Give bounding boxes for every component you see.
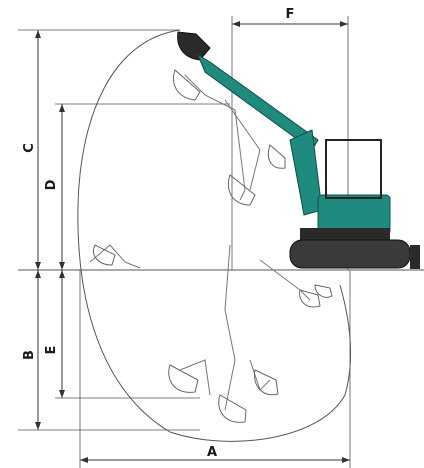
arrow-a-left <box>80 457 88 463</box>
arrow-d-top <box>59 104 65 112</box>
working-range-envelope <box>77 29 351 442</box>
excavator-track <box>289 239 411 269</box>
arrow-e-top <box>59 270 65 278</box>
ghost-arm-outlines <box>89 74 311 411</box>
ghost-arm-upper <box>184 74 246 201</box>
ghost-arm-left <box>89 244 141 269</box>
label-f: F <box>286 7 295 22</box>
ghost-bucket-lower-right <box>253 369 279 396</box>
arrow-b-bottom <box>35 422 41 430</box>
ghost-arm-mid <box>224 99 261 191</box>
ghost-bucket-lower-left <box>168 364 199 393</box>
arrow-a-right <box>342 457 350 463</box>
label-b: B <box>22 350 37 360</box>
arrow-d-bottom <box>59 262 65 270</box>
ghost-bucket-mid <box>227 174 256 206</box>
arrow-c-bottom <box>35 262 41 270</box>
ghost-buckets <box>93 69 333 423</box>
ghost-bucket-right <box>299 289 321 308</box>
excavator-base <box>300 228 390 242</box>
arrow-c-top <box>35 30 41 38</box>
ghost-arm-lower <box>224 244 236 411</box>
ghost-bucket-bottom <box>218 394 247 423</box>
ghost-bucket-far-right <box>314 284 333 298</box>
excavator-blade <box>410 245 420 269</box>
excavator-arm <box>196 53 319 151</box>
excavator-main <box>177 31 420 269</box>
excavator-bucket <box>177 31 211 61</box>
excavator-cab-frame <box>325 139 382 199</box>
ghost-bucket-top-left <box>173 69 201 101</box>
label-a: A <box>207 445 217 460</box>
label-e: E <box>44 346 59 355</box>
ghost-arm-lower4 <box>249 359 271 391</box>
arrow-e-bottom <box>59 390 65 398</box>
arrow-f-right <box>340 21 348 27</box>
label-d: D <box>44 179 59 190</box>
arrow-f-left <box>232 21 240 27</box>
excavator-boom <box>289 129 323 216</box>
label-c: C <box>22 143 37 153</box>
arrow-b-top <box>35 270 41 278</box>
ghost-bucket-left <box>93 244 116 266</box>
ghost-arm-lower3 <box>179 359 211 396</box>
ghost-bucket-mid2 <box>267 144 286 169</box>
